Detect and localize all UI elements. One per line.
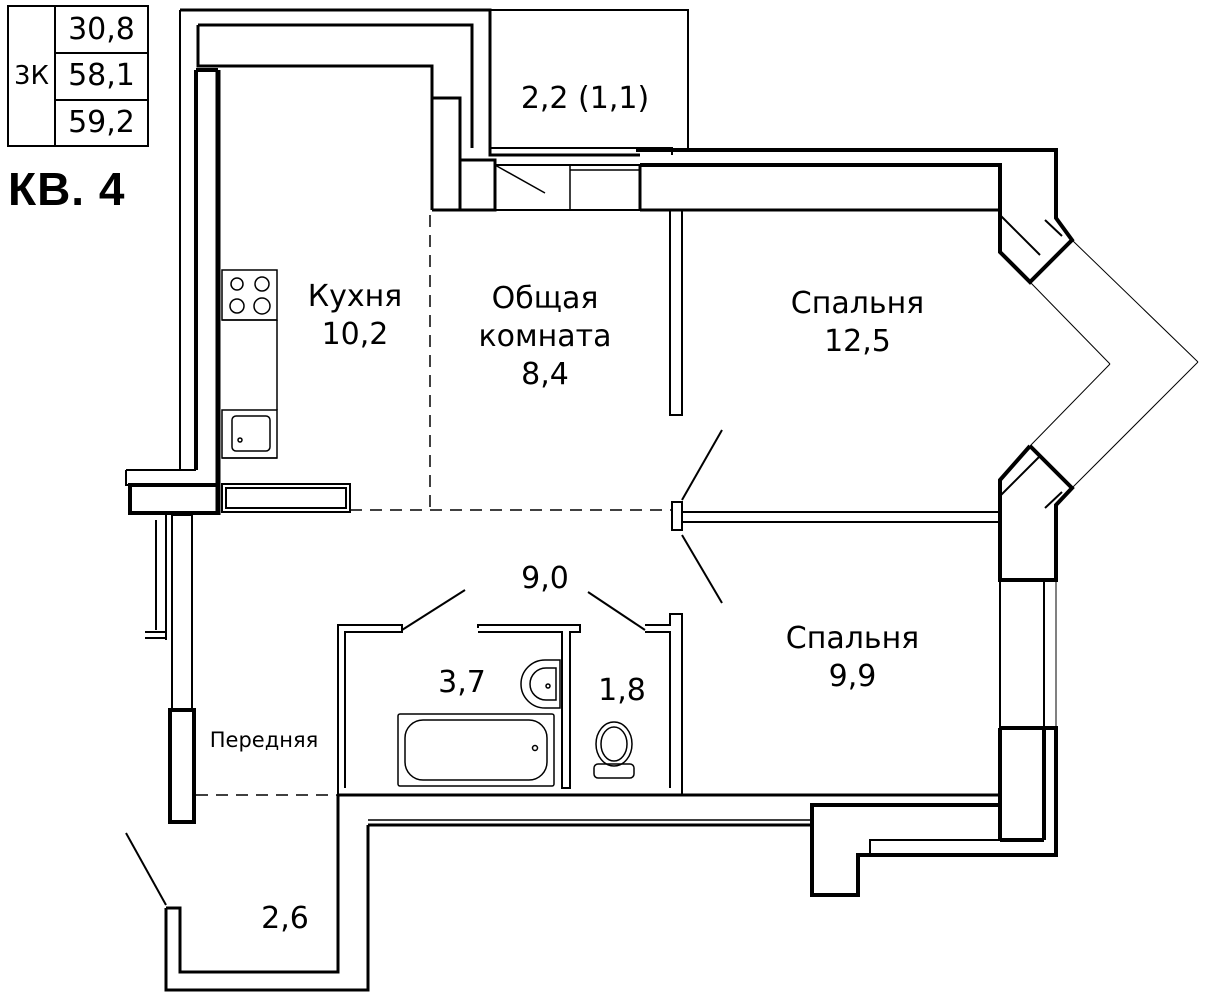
room-bedroom-1: Спальня 12,5 bbox=[770, 285, 945, 361]
total-with-balcony-value: 59,2 bbox=[68, 105, 135, 140]
outer-wall-entrance bbox=[145, 513, 196, 824]
kitchen-sink-icon bbox=[221, 409, 278, 459]
outer-wall-east bbox=[810, 444, 1075, 897]
room-kitchen-name: Кухня bbox=[307, 279, 403, 314]
rooms-count-label: 3К bbox=[13, 61, 49, 91]
room-bedroom-1-area: 12,5 bbox=[824, 324, 891, 359]
room-bedroom-2-area: 9,9 bbox=[828, 659, 877, 694]
room-vestibule-area: 2,6 bbox=[261, 901, 309, 936]
zone-boundaries bbox=[196, 215, 672, 796]
toilet-icon bbox=[593, 721, 635, 779]
bedroom-partitions bbox=[669, 209, 1000, 604]
outer-wall-bedroom-north bbox=[636, 148, 1075, 285]
room-kitchen: Кухня 10,2 bbox=[290, 278, 420, 354]
room-front-hall-name: Передняя bbox=[209, 728, 319, 752]
living-area-value: 30,8 bbox=[68, 12, 135, 47]
washbasin-icon bbox=[520, 659, 561, 709]
summary-table bbox=[7, 5, 149, 147]
room-common-name-line2: комната bbox=[478, 319, 612, 354]
bay-window bbox=[1029, 239, 1199, 489]
room-bedroom-2: Спальня 9,9 bbox=[765, 620, 940, 696]
room-common-area: 8,4 bbox=[521, 357, 569, 392]
room-bathroom-area: 3,7 bbox=[438, 665, 486, 700]
summary-table-values: 3К 30,8 58,1 59,2 bbox=[6, 6, 146, 146]
outer-wall-south bbox=[125, 793, 1000, 992]
room-kitchen-area: 10,2 bbox=[321, 317, 389, 352]
stove-icon bbox=[221, 269, 278, 410]
room-toilet-area: 1,8 bbox=[598, 673, 646, 708]
bathroom-walls bbox=[337, 589, 683, 795]
room-bedroom-1-name: Спальня bbox=[790, 286, 925, 321]
outer-wall-west bbox=[125, 10, 221, 515]
bathtub-icon bbox=[397, 713, 555, 787]
room-bedroom-2-name: Спальня bbox=[785, 621, 920, 656]
room-common: Общая комната 8,4 bbox=[460, 280, 630, 394]
outer-wall-north bbox=[180, 8, 640, 212]
room-hall-area: 9,0 bbox=[521, 561, 569, 596]
room-balcony-area: 2,2 (1,1) bbox=[520, 81, 650, 116]
kitchen-partition bbox=[221, 483, 351, 513]
room-common-name-line1: Общая bbox=[491, 281, 599, 316]
apartment-title: КВ. 4 bbox=[8, 163, 126, 215]
total-area-value: 58,1 bbox=[68, 58, 135, 93]
